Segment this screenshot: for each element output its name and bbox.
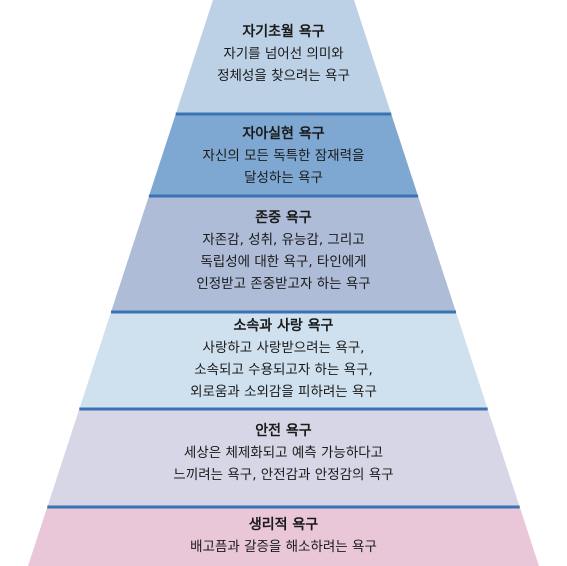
level-desc-line: 세상은 체제화되고 예측 가능하다고 xyxy=(183,445,384,461)
level-desc-line: 정체성을 찾으려는 욕구 xyxy=(217,68,350,84)
band-self-actualization xyxy=(148,114,419,196)
level-desc-line: 외로움과 소외감을 피하려는 욕구 xyxy=(190,384,377,400)
band-self-transcendence xyxy=(175,0,392,114)
level-desc-line: 독립성에 대한 욕구, 타인에게 xyxy=(200,254,367,270)
level-self-transcendence: 자기초월 욕구 자기를 넘어선 의미와 정체성을 찾으려는 욕구 xyxy=(60,22,507,87)
level-title: 소속과 사랑 욕구 xyxy=(233,318,334,334)
level-desc-line: 자기를 넘어선 의미와 xyxy=(223,46,344,62)
band-physiological xyxy=(28,507,539,566)
level-title: 존중 욕구 xyxy=(255,210,312,226)
level-physiological: 생리적 욕구 배고픔과 갈증을 해소하려는 욕구 xyxy=(60,515,507,558)
band-safety xyxy=(47,409,520,507)
level-safety: 안전 욕구 세상은 체제화되고 예측 가능하다고 느끼려는 욕구, 안전감과 안… xyxy=(60,421,507,486)
level-title: 자아실현 욕구 xyxy=(242,126,325,142)
level-desc-line: 달성하는 욕구 xyxy=(244,170,323,186)
level-desc-line: 인정받고 존중받고자 하는 욕구 xyxy=(196,276,371,292)
level-title: 안전 욕구 xyxy=(255,423,312,439)
level-desc-line: 자신의 모든 독특한 잠재력을 xyxy=(202,148,365,164)
level-desc-line: 느끼려는 욕구, 안전감과 안정감의 욕구 xyxy=(173,467,394,483)
level-belonging-love: 소속과 사랑 욕구 사랑하고 사랑받으려는 욕구, 소속되고 수용되고자 하는 … xyxy=(60,316,507,403)
band-esteem xyxy=(111,196,456,312)
level-esteem: 존중 욕구 자존감, 성취, 유능감, 그리고 독립성에 대한 욕구, 타인에게… xyxy=(60,208,507,295)
level-desc-line: 소속되고 수용되고자 하는 욕구, xyxy=(194,362,373,378)
level-desc-line: 사랑하고 사랑받으려는 욕구, xyxy=(202,340,365,356)
level-title: 자기초월 욕구 xyxy=(242,24,325,40)
level-desc-line: 자존감, 성취, 유능감, 그리고 xyxy=(202,232,365,248)
level-self-actualization: 자아실현 욕구 자신의 모든 독특한 잠재력을 달성하는 욕구 xyxy=(60,124,507,189)
level-desc-line: 배고픔과 갈증을 해소하려는 욕구 xyxy=(190,539,377,555)
band-belonging-love xyxy=(79,312,488,409)
level-title: 생리적 욕구 xyxy=(248,517,319,533)
